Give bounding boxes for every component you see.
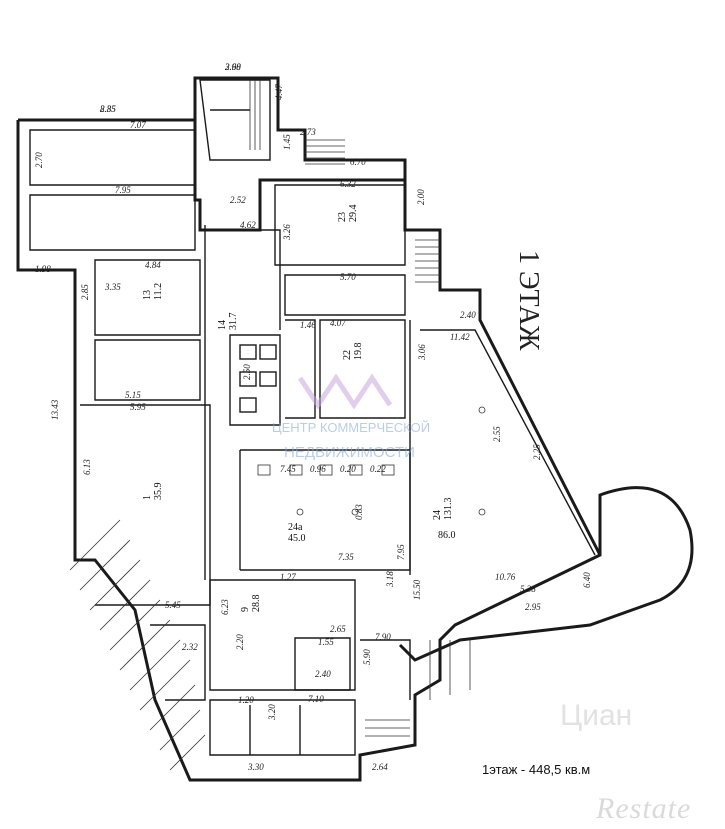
room-14-label: 1431.7 <box>217 313 239 331</box>
dimension-label: 7.35 <box>338 552 354 562</box>
dimension-label: 2.64 <box>372 762 388 772</box>
dimension-label: 6.23 <box>220 599 230 615</box>
dimension-label: 4.62 <box>240 220 256 230</box>
dimension-label: 3.35 <box>104 282 121 292</box>
dimension-label: 4.84 <box>145 260 161 270</box>
dimension-label: 4.07 <box>330 318 346 328</box>
dimension-label: 3.26 <box>282 224 292 241</box>
dimension-label: 2.40 <box>315 669 331 679</box>
dimension-label: 7.07 <box>130 120 146 130</box>
dimension-label: 6.13 <box>82 459 92 475</box>
dimension-label: 3.30 <box>247 762 264 772</box>
dimension-label: 2.40 <box>460 310 476 320</box>
dimension-label: 7.45 <box>280 464 296 474</box>
dimension-label: 2.70 <box>34 152 44 168</box>
dimension-label: 6.70 <box>350 157 366 167</box>
dimension-label: 0.83 <box>354 504 364 520</box>
dimension-label: 1.20 <box>238 695 254 705</box>
room-22-label: 2219.8 <box>342 343 364 361</box>
dimension-label: 1.55 <box>318 637 334 647</box>
dimension-label: 15.50 <box>412 579 422 600</box>
dimension-label: 7.95 <box>396 544 406 560</box>
room-23-label: 2329.4 <box>337 205 359 223</box>
dimension-label: 1.98 <box>35 264 51 274</box>
dimension-label: 0.20 <box>340 464 356 474</box>
dimension-label: 7.10 <box>308 694 324 704</box>
dimension-label: 0.96 <box>310 464 326 474</box>
watermark-line2: НЕДВИЖИМОСТИ <box>284 444 415 461</box>
restate-logo: Restate <box>596 792 692 825</box>
dimension-label: 7.95 <box>115 185 131 195</box>
dimension-label: 2.65 <box>330 624 346 634</box>
dimension-label: 2.50 <box>242 364 252 380</box>
room-1-label: 135.9 <box>142 483 164 501</box>
watermark: ЦЕНТР КОММЕРЧЕСКОЙ НЕДВИЖИМОСТИ Циан <box>272 373 632 732</box>
dimension-label: 4.47 <box>274 84 284 100</box>
dimension-label: 2.73 <box>300 127 316 137</box>
dimension-label: 13.43 <box>50 399 60 420</box>
dimension-label: 11.42 <box>450 332 470 342</box>
dimension-label: 5.95 <box>130 402 146 412</box>
dimension-label: 6.32 <box>340 179 356 189</box>
dimension-label: 6.40 <box>582 572 592 588</box>
floor-area-caption: 1этаж - 448,5 кв.м <box>482 762 591 777</box>
dimension-label: 10.76 <box>495 572 516 582</box>
dimension-label: 5.90 <box>362 649 372 665</box>
hatch-area <box>69 519 206 771</box>
dimension-label: 1.46 <box>300 320 316 330</box>
dimension-label: 3.06 <box>417 344 427 361</box>
dimension-label: 3.20 <box>267 704 277 721</box>
dimension-label: 2.95 <box>525 602 541 612</box>
dimension-label: 5.70 <box>340 272 356 282</box>
floor-label: 1 ЭТАЖ <box>513 250 544 351</box>
dimension-label: 5.15 <box>125 390 141 400</box>
dimension-label: 2.55 <box>492 426 502 442</box>
dimension-label: 3.68 <box>224 62 241 72</box>
dimension-label: 2.32 <box>182 642 198 652</box>
room-9-label: 928.8 <box>240 595 262 613</box>
room-24-area: 86.0 <box>438 530 456 541</box>
dimension-label: 1.27 <box>280 572 296 582</box>
dimension-label: 2.52 <box>230 195 246 205</box>
faint-brand: Циан <box>560 699 632 732</box>
dimension-labels: 2.90 8.35 7.07 2.70 7.95 1.98 4.84 2.85 3.35 5.15… <box>34 62 592 772</box>
dimension-label: 8.35 <box>100 104 116 114</box>
dimension-label: 5.45 <box>165 600 181 610</box>
fixtures <box>239 344 486 516</box>
dimension-label: 2.20 <box>235 634 245 650</box>
watermark-line1: ЦЕНТР КОММЕРЧЕСКОЙ <box>272 420 430 435</box>
room-24-label: 24131.3 <box>432 498 454 521</box>
stairs <box>249 80 471 737</box>
interior-walls <box>29 79 596 756</box>
dimension-label: 7.90 <box>375 632 391 642</box>
dimension-label: 0.22 <box>370 464 386 474</box>
dimension-label: 1.45 <box>282 134 292 150</box>
dimension-label: 5.38 <box>520 584 536 594</box>
dimension-label: 2.00 <box>416 189 426 205</box>
dimension-label: 2.25 <box>532 444 542 460</box>
dimension-label: 2.90 <box>225 62 241 72</box>
dimension-label: 3.18 <box>385 571 395 588</box>
dimension-label: 2.85 <box>80 284 90 300</box>
room-13-label: 1311.2 <box>142 283 164 300</box>
dimension-label: 2.85 <box>100 104 116 114</box>
